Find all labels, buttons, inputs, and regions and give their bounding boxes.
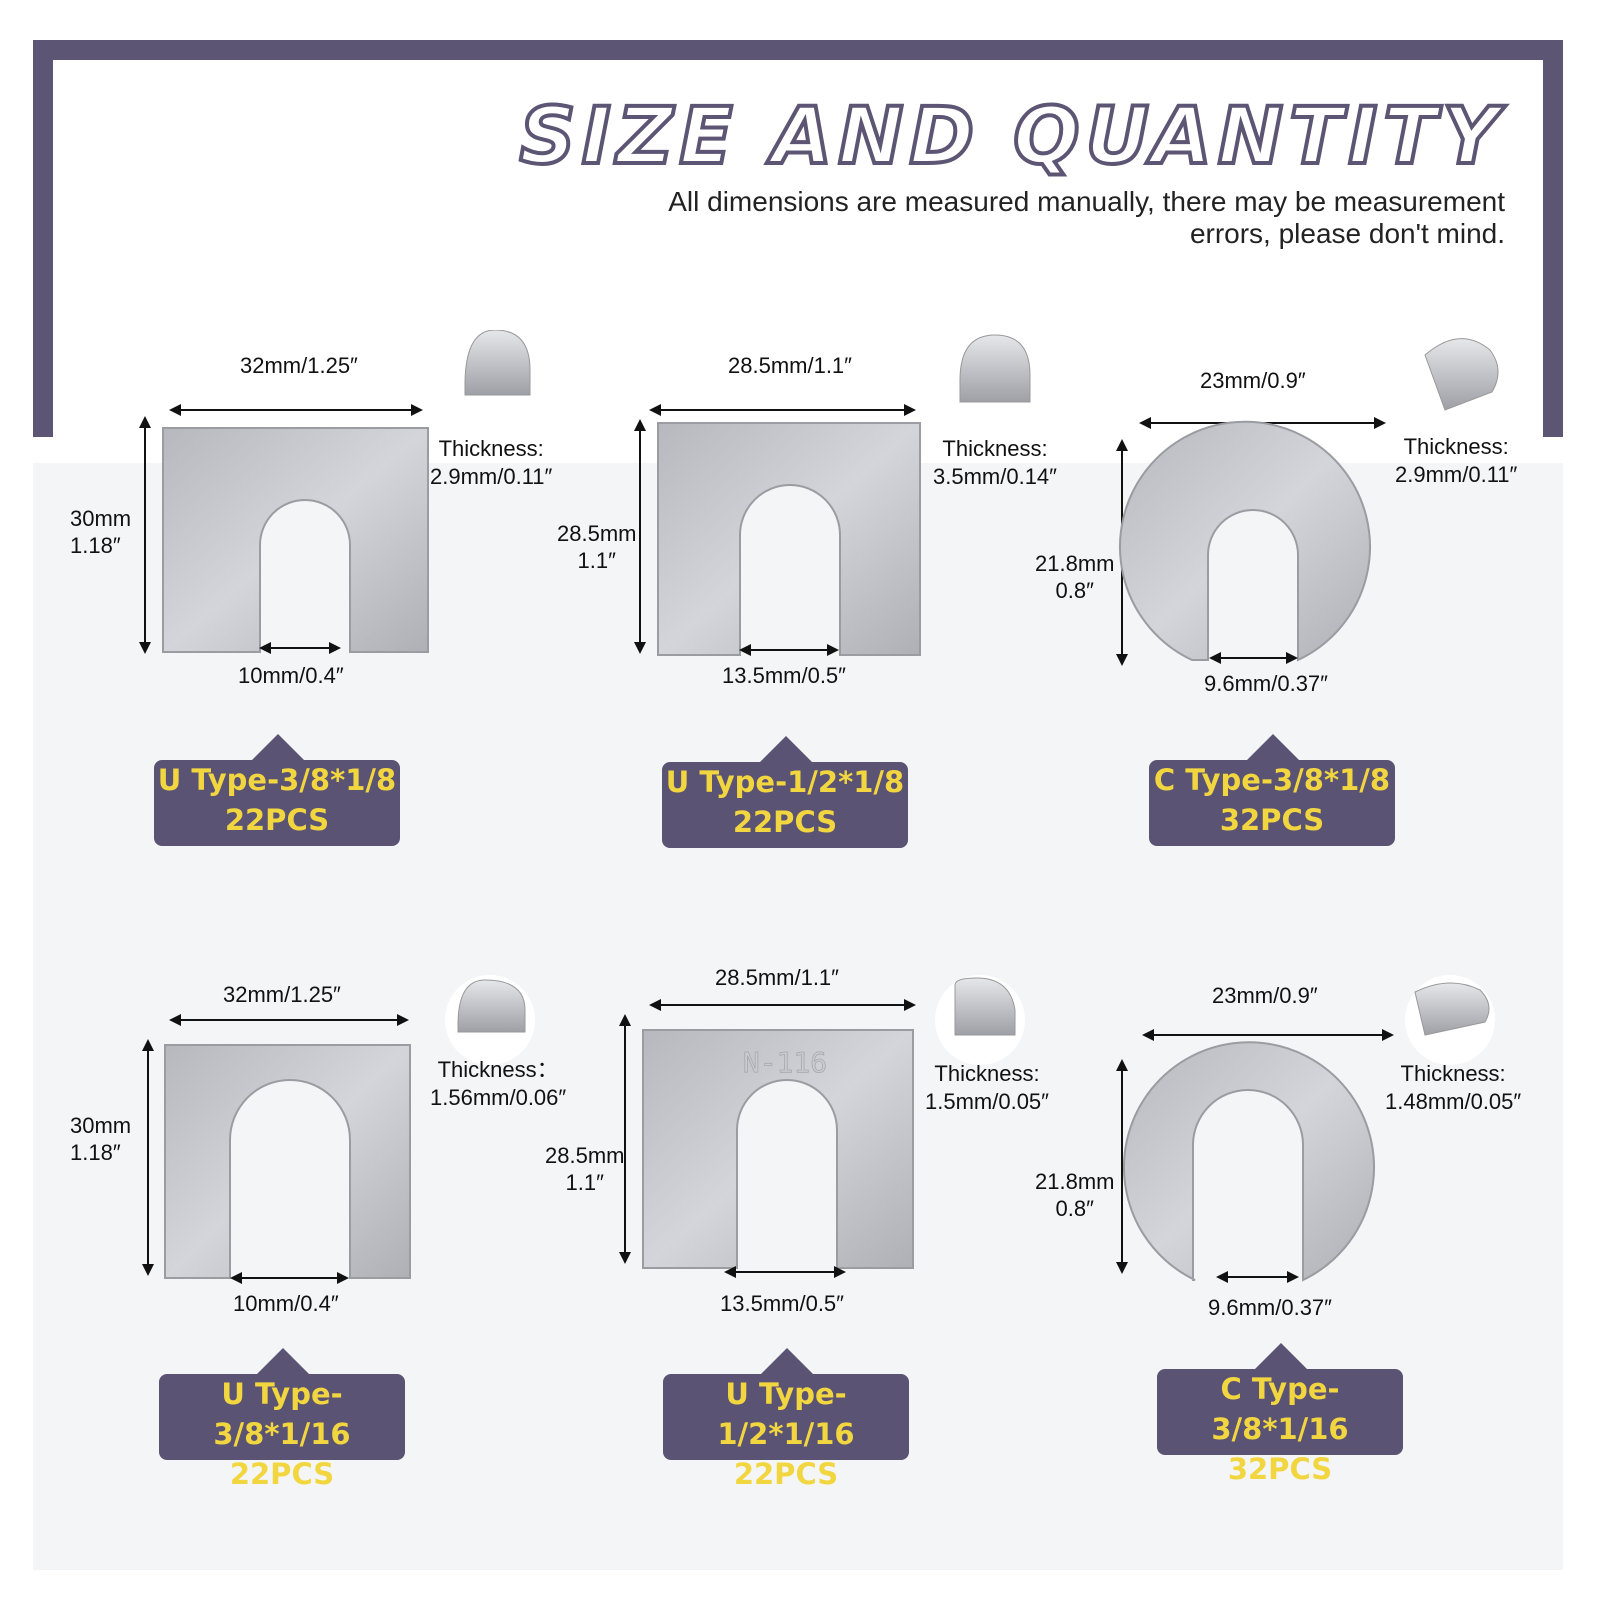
thickness-value: 1.5mm/0.05″ [925,1089,1049,1114]
height-mm: 30mm [70,1113,132,1138]
height-in: 1.1″ [565,1170,604,1195]
subtitle-line-1: All dimensions are measured manually, th… [668,186,1505,217]
height-mm: 21.8mm [1035,1169,1115,1194]
quantity: 32PCS [1219,803,1325,837]
height-label: 21.8mm 0.8″ [1035,550,1114,604]
top-width-label: 32mm/1.25″ [223,982,341,1007]
height-in: 0.8″ [1055,578,1094,603]
page-subtitle: All dimensions are measured manually, th… [625,186,1505,250]
product-c-type-3-8-1-16: 23mm/0.9″ 21.8mm 0.8″ 9.6mm/0.37″ Thickn… [1030,950,1550,1590]
opening-label: 13.5mm/0.5″ [722,663,846,688]
thickness-label: Thickness: 3.5mm/0.14″ [933,435,1057,491]
opening-label: 9.6mm/0.37″ [1204,671,1328,696]
type-tag: U Type-3/8*1/8 22PCS [154,734,400,846]
thickness-title: Thickness： [437,1057,559,1082]
opening-label: 13.5mm/0.5″ [720,1291,844,1316]
thickness-title: Thickness: [1400,1061,1506,1086]
c-shim-icon [1119,420,1371,662]
page-title: SIZE AND QUANTITY [518,90,1505,184]
header-panel [53,60,1543,437]
type-name: U Type-1/2*1/8 [665,765,905,799]
height-label: 30mm 1.18″ [70,1112,131,1166]
quantity: 32PCS [1227,1452,1333,1486]
thickness-sample-icon [464,330,531,396]
opening-label: 10mm/0.4″ [233,1291,339,1316]
height-in: 1.18″ [70,1140,121,1165]
quantity: 22PCS [224,803,330,837]
type-name: C Type-3/8*1/16 [1211,1372,1349,1446]
type-name: U Type-1/2*1/16 [717,1377,855,1451]
product-u-type-1-2-1-8: 28.5mm/1.1″ 28.5mm 1.1″ 13.5mm/0.5″ Thic… [545,330,1065,970]
thickness-title: Thickness: [942,436,1048,461]
top-width-label: 28.5mm/1.1″ [715,965,839,990]
thickness-sample-icon [959,334,1031,403]
type-tag: C Type-3/8*1/8 32PCS [1149,734,1395,846]
thickness-sample-icon [1424,338,1499,411]
top-width-label: 23mm/0.9″ [1212,983,1318,1008]
type-name: U Type-3/8*1/8 [157,763,397,797]
thickness-label: Thickness: 2.9mm/0.11″ [1395,433,1517,489]
shim-illustration [634,334,1031,656]
thickness-value: 3.5mm/0.14″ [933,464,1057,489]
c-shim-icon [1123,1041,1375,1282]
type-tag: U Type-3/8*1/16 22PCS [159,1348,405,1491]
thickness-value: 2.9mm/0.11″ [1395,462,1518,487]
opening-label: 9.6mm/0.37″ [1208,1295,1332,1320]
product-c-type-3-8-1-8: 23mm/0.9″ 21.8mm 0.8″ 9.6mm/0.37″ Thickn… [1030,330,1550,970]
thickness-label: Thickness： 1.56mm/0.06″ [430,1056,566,1112]
shim-illustration [139,330,531,654]
type-tag: U Type-1/2*1/16 22PCS [663,1348,909,1491]
stamp-text: N-116 [743,1046,827,1079]
thickness-value: 1.48mm/0.05″ [1385,1089,1522,1114]
thickness-label: Thickness: 2.9mm/0.11″ [430,435,552,491]
height-label: 21.8mm 0.8″ [1035,1168,1114,1222]
height-mm: 28.5mm [545,1143,625,1168]
height-in: 1.18″ [70,533,121,558]
height-mm: 21.8mm [1035,551,1115,576]
product-u-type-1-2-1-16: N-116 28.5mm/1.1″ 28.5mm 1.1″ 13.5mm/0.5… [545,950,1065,1590]
height-label: 28.5mm 1.1″ [557,520,636,574]
shim-illustration [1116,975,1495,1283]
quantity: 22PCS [733,1457,839,1491]
height-mm: 30mm [70,506,132,531]
thickness-label: Thickness: 1.5mm/0.05″ [925,1060,1049,1116]
quantity: 22PCS [229,1457,335,1491]
thickness-sample-icon [954,977,1016,1036]
thickness-title: Thickness: [1403,434,1509,459]
height-label: 28.5mm 1.1″ [545,1142,624,1196]
product-u-type-3-8-1-16: 32mm/1.25″ 30mm 1.18″ 10mm/0.4″ Thicknes… [60,950,580,1590]
top-width-label: 32mm/1.25″ [240,353,358,378]
type-tag: C Type-3/8*1/16 32PCS [1157,1343,1403,1486]
shim-illustration: N-116 [619,975,1025,1278]
type-name: U Type-3/8*1/16 [213,1377,351,1451]
thickness-sample-icon [457,979,526,1033]
top-width-label: 28.5mm/1.1″ [728,353,852,378]
top-width-label: 23mm/0.9″ [1200,368,1306,393]
u-shim-icon [164,1044,411,1279]
u-shim-icon [657,422,921,656]
height-mm: 28.5mm [557,521,637,546]
thickness-value: 1.56mm/0.06″ [430,1085,567,1110]
shim-illustration [1116,338,1499,666]
height-in: 1.1″ [577,548,616,573]
u-shim-icon [642,1029,914,1269]
height-label: 30mm 1.18″ [70,505,131,559]
type-tag: U Type-1/2*1/8 22PCS [662,736,908,848]
type-name: C Type-3/8*1/8 [1153,763,1391,797]
subtitle-line-2: errors, please don't mind. [1189,218,1505,249]
u-shim-icon [162,427,429,653]
quantity: 22PCS [732,805,838,839]
thickness-sample-icon [1414,982,1490,1036]
thickness-title: Thickness: [934,1061,1040,1086]
height-in: 0.8″ [1055,1196,1094,1221]
thickness-label: Thickness: 1.48mm/0.05″ [1385,1060,1521,1116]
shim-illustration [142,975,535,1284]
product-u-type-3-8-1-8: 32mm/1.25″ 30mm 1.18″ 10mm/0.4″ Thicknes… [60,330,580,970]
thickness-value: 2.9mm/0.11″ [430,464,553,489]
opening-label: 10mm/0.4″ [238,663,344,688]
thickness-title: Thickness: [438,436,544,461]
